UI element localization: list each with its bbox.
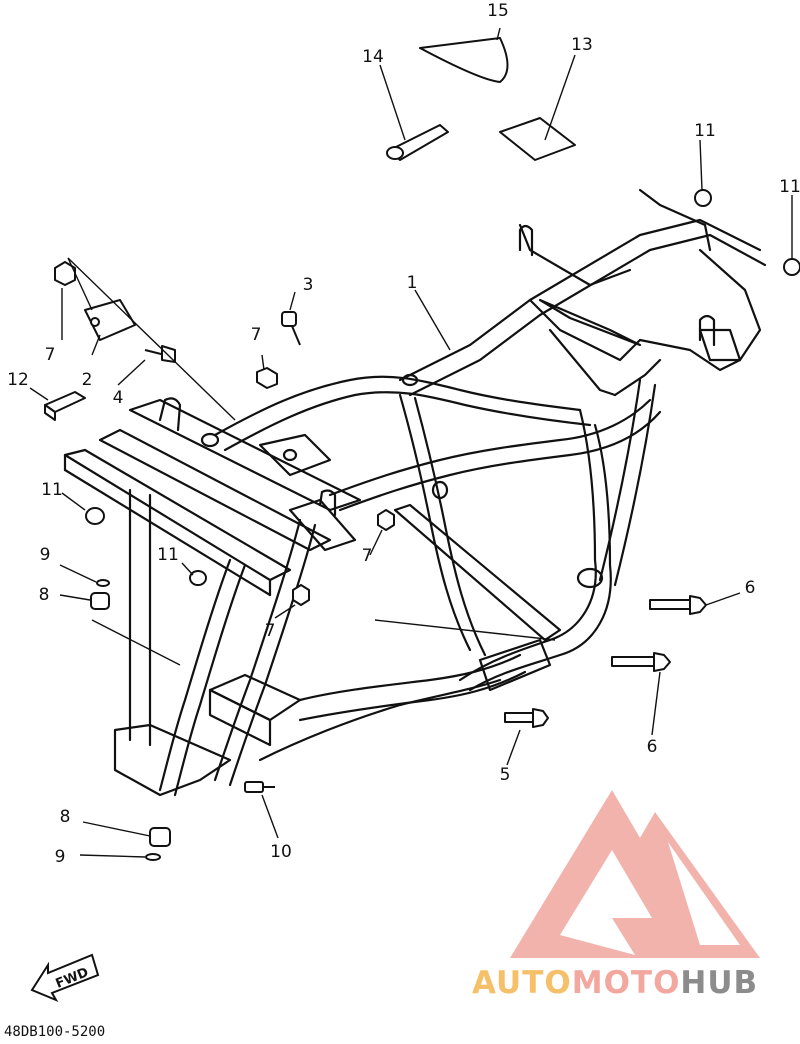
callout-1: 1: [407, 273, 418, 293]
callout-9: 9: [55, 847, 66, 867]
callout-6: 6: [647, 737, 658, 757]
callout-3: 3: [303, 275, 314, 295]
callout-4: 4: [113, 388, 124, 408]
watermark-text: AUTOMOTOHUB: [472, 965, 758, 1001]
callout-8: 8: [60, 807, 71, 827]
cap-11d: [189, 570, 207, 586]
nut-7c: [292, 584, 310, 606]
callout-11: 11: [779, 177, 800, 197]
plate-13: [499, 117, 576, 161]
callout-2: 2: [82, 370, 93, 390]
bolt-5: [504, 708, 549, 728]
bolt-6b: [611, 652, 671, 672]
bush-8a: [90, 592, 110, 610]
bush-8b: [149, 827, 171, 847]
nut-7d: [377, 509, 395, 531]
callout-12: 12: [7, 370, 29, 390]
callout-7: 7: [362, 546, 373, 566]
bolt-3: [281, 311, 301, 346]
automotohub-watermark: AUTOMOTOHUB: [472, 790, 760, 1001]
callout-13: 13: [571, 35, 593, 55]
callout-10: 10: [270, 842, 292, 862]
leader-lines: [29, 27, 793, 858]
callout-11: 11: [41, 480, 63, 500]
callout-7: 7: [251, 325, 262, 345]
cap-11a: [694, 189, 712, 207]
callout-14: 14: [362, 47, 384, 67]
callout-5: 5: [500, 765, 511, 785]
bolt-4: [144, 345, 176, 363]
callout-15: 15: [487, 1, 509, 21]
fitting-10: [244, 781, 275, 793]
fwd-arrow: FWD: [30, 953, 100, 1003]
nut-7a: [54, 261, 76, 286]
bolt-6a: [649, 595, 707, 615]
oring-9b: [145, 853, 161, 861]
watermark-moto: MOTO: [572, 965, 681, 1001]
oring-9a: [96, 579, 110, 587]
watermark-auto: AUTO: [472, 965, 572, 1001]
clip-14: [386, 124, 449, 161]
main-frame: [63, 188, 767, 797]
automotohub-logo-icon: [510, 790, 760, 958]
nut-7b: [256, 367, 278, 389]
callout-7: 7: [45, 345, 56, 365]
cap-11c: [85, 507, 105, 525]
callout-9: 9: [40, 545, 51, 565]
callout-6: 6: [745, 578, 756, 598]
callout-7: 7: [265, 621, 276, 641]
bracket-2: [84, 299, 136, 341]
cap-11b: [783, 258, 800, 276]
drawing-code: 48DB100-5200: [4, 1024, 105, 1040]
callout-8: 8: [39, 585, 50, 605]
seat-pad-15: [419, 37, 509, 83]
callout-11: 11: [157, 545, 179, 565]
watermark-hub: HUB: [680, 965, 758, 1001]
callout-11: 11: [694, 121, 716, 141]
block-12: [44, 391, 86, 421]
callout-labels: 15 14 13 11 11 3 1 7 2 7 4 12 11 9 8 11 …: [7, 1, 800, 867]
